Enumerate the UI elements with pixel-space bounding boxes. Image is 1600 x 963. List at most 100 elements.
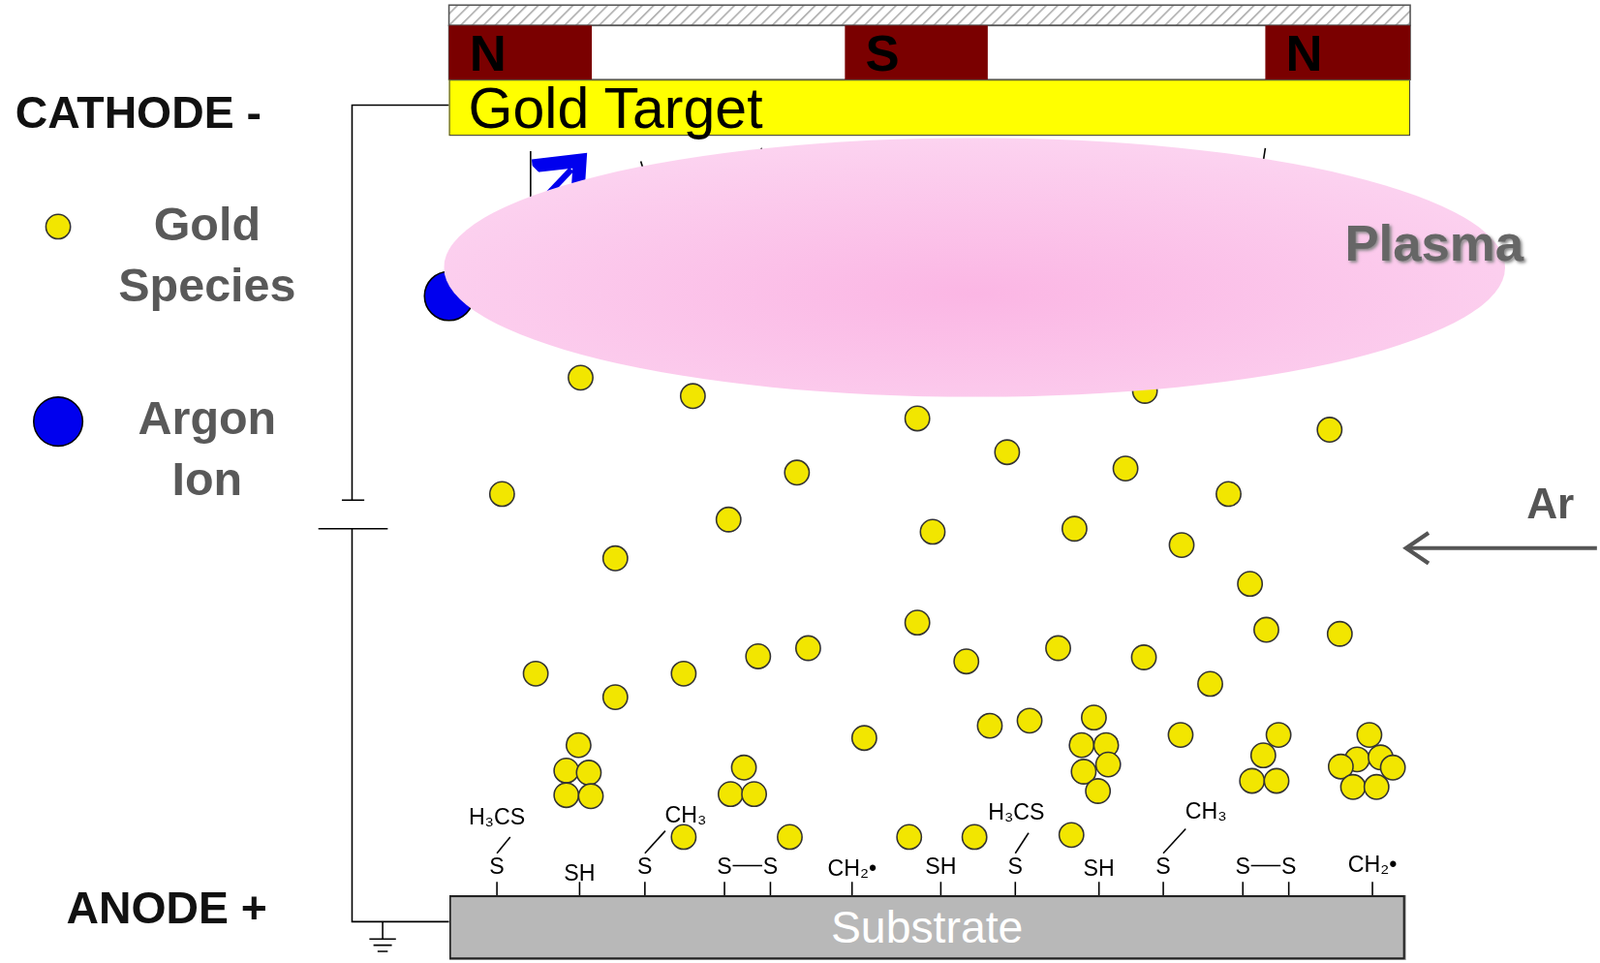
gold-atom (905, 610, 930, 635)
gold-atom (1131, 645, 1156, 670)
gold-atom (741, 781, 767, 806)
gold-atom (1059, 822, 1084, 847)
bond-line (851, 881, 854, 895)
surface-group-label: H₃CS (975, 800, 1057, 824)
bond-line (1098, 881, 1101, 895)
magnet-pole: N (1264, 25, 1411, 80)
bond-line (723, 881, 726, 895)
magnet-backing (449, 4, 1411, 26)
surface-group-label: S (1122, 855, 1204, 878)
bond-line (1015, 832, 1029, 854)
gold-atom (731, 755, 756, 780)
surface-group-label: SH (899, 855, 982, 878)
gold-atom (553, 782, 579, 807)
gold-atom (1251, 742, 1276, 768)
gold-target: Gold Target (449, 79, 1411, 136)
gold-atom (1340, 774, 1365, 800)
node-label: S (864, 27, 899, 79)
gold-atom (680, 383, 706, 408)
gold-atom (745, 644, 770, 669)
gold-atom (1263, 768, 1289, 793)
bond-line (1163, 828, 1186, 853)
surface-group-label: SH (538, 861, 620, 885)
surface-group-label: S (1201, 855, 1284, 878)
surface-group-label: H₃CS (456, 805, 538, 829)
gold-atom (553, 758, 579, 783)
gas-inlet-arrow (1406, 532, 1429, 564)
plasma-region: Plasma (443, 137, 1506, 398)
surface-group-label: S (604, 855, 686, 878)
gold-atom (1380, 755, 1405, 780)
bond-line (1251, 864, 1282, 867)
node-label: Substrate (830, 904, 1023, 950)
gold-atom (896, 824, 922, 849)
surface-group-label: S (683, 855, 766, 878)
gold-atom (1317, 417, 1342, 442)
gold-atom (796, 635, 821, 660)
magnet-pole: S (844, 25, 987, 80)
bond-line (1015, 881, 1017, 895)
gold-atom (1265, 722, 1291, 747)
legend-text: Gold Species (110, 193, 305, 316)
gold-atom (1046, 635, 1071, 660)
bond-line (769, 881, 772, 895)
magnet-gap (449, 25, 1411, 80)
legend-text: Argon Ion (110, 387, 305, 510)
surface-group-label: S (974, 855, 1056, 878)
surface-group-label: S (729, 855, 811, 878)
gold-atom (603, 684, 628, 709)
node-label: Gold Target (468, 79, 764, 137)
surface-group-label: SH (1058, 857, 1140, 880)
gold-atom (718, 781, 743, 806)
plasma-label: Plasma (1344, 216, 1524, 269)
electrode-label: CATHODE - (15, 87, 262, 139)
surface-group-label: CH₂• (1331, 853, 1414, 876)
gold-atom (777, 824, 802, 849)
substrate-surface (496, 828, 1373, 894)
gold-atom (852, 725, 877, 750)
gold-atom (576, 760, 601, 785)
gold-atom (977, 712, 1002, 738)
electrode-label: ANODE + (65, 882, 267, 934)
surface-group-label: S (1248, 855, 1330, 878)
legend-gold-sample (45, 214, 70, 239)
gold-atom (1112, 456, 1138, 481)
gold-atom (1069, 732, 1094, 757)
gold-atom (1254, 616, 1279, 642)
gold-atom (1085, 778, 1110, 803)
gold-atom (1198, 671, 1223, 696)
bond-line (940, 881, 943, 895)
gold-atom (784, 460, 809, 485)
gold-atom (603, 546, 628, 571)
gold-atom (1081, 705, 1107, 730)
gold-atom (716, 507, 741, 532)
gold-atom (671, 824, 696, 849)
gold-atom (1096, 751, 1121, 776)
surface-group-label: CH₂• (811, 857, 893, 880)
gold-atom (1327, 621, 1353, 647)
gold-atom (1356, 722, 1382, 747)
surface-group-label: S (456, 855, 538, 878)
bond-line (732, 864, 763, 867)
gas-label: Ar (1526, 479, 1574, 529)
surface-group-label: CH₃ (1165, 800, 1247, 823)
gold-atom (1169, 532, 1194, 557)
gold-atom (920, 519, 945, 544)
bond-line (1241, 881, 1244, 895)
bond-line (1371, 881, 1374, 895)
node-label: N (469, 27, 507, 79)
gold-atom (1364, 774, 1389, 800)
gold-atom (1237, 571, 1262, 596)
gold-atom (1239, 768, 1264, 793)
gold-atom (671, 661, 696, 686)
gold-atom (578, 783, 603, 808)
gold-atom (490, 481, 515, 506)
node-label: N (1285, 27, 1323, 79)
gold-atom (566, 732, 591, 757)
gold-atom (1216, 481, 1241, 506)
gold-atom (1016, 707, 1042, 733)
gold-atom (962, 824, 987, 849)
gold-atom (994, 439, 1019, 464)
gas-inlet-arrow (1408, 546, 1598, 551)
